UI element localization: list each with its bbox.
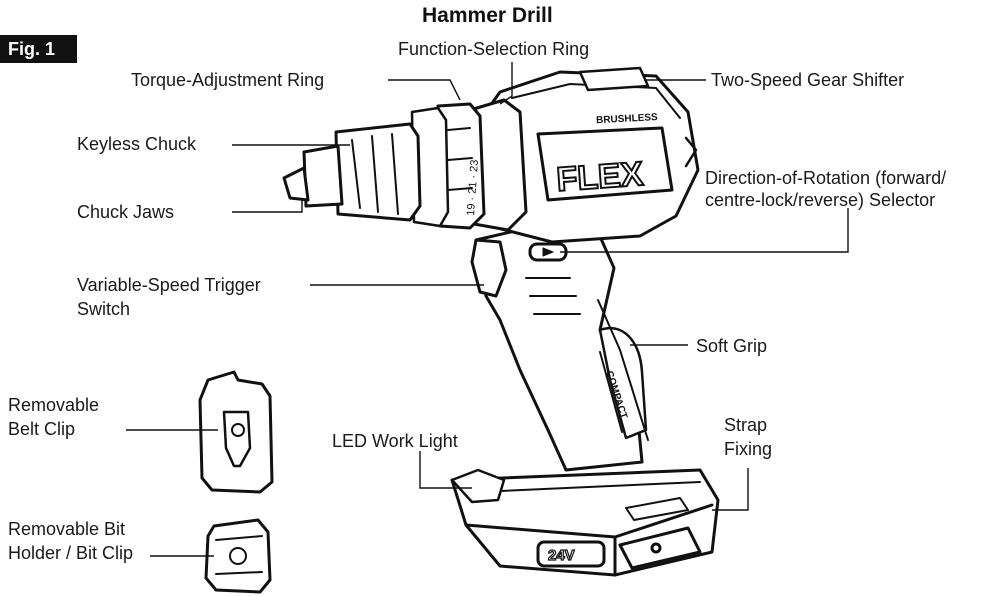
label-torque-adjustment-ring: Torque-Adjustment Ring — [131, 70, 325, 90]
trigger-switch — [470, 238, 508, 298]
belt-clip — [198, 370, 274, 494]
label-direction-selector-1: Direction-of-Rotation (forward/ — [705, 168, 947, 188]
led-work-light — [450, 468, 506, 504]
leader-led-light — [419, 451, 472, 489]
brushless-text: BRUSHLESS — [596, 112, 658, 126]
label-bit-holder-2: Holder / Bit Clip — [8, 543, 134, 563]
label-keyless-chuck: Keyless Chuck — [77, 134, 197, 154]
label-soft-grip: Soft Grip — [696, 336, 768, 356]
chuck-jaws — [282, 144, 344, 208]
label-trigger-1: Variable-Speed Trigger — [77, 275, 261, 295]
label-strap-fixing-2: Fixing — [724, 439, 773, 459]
label-function-selection-ring: Function-Selection Ring — [398, 39, 590, 59]
label-led-work-light: LED Work Light — [332, 431, 458, 451]
gear-shifter — [578, 66, 650, 92]
label-two-speed-gear-shifter: Two-Speed Gear Shifter — [711, 70, 905, 90]
battery-voltage-text: 24V — [548, 547, 575, 564]
leader-strap-fixing — [712, 468, 749, 511]
label-direction-selector-2: centre-lock/reverse) Selector — [705, 190, 936, 210]
motor-housing — [478, 70, 700, 244]
label-strap-fixing-1: Strap — [724, 415, 768, 435]
leader-direction-selector — [560, 208, 849, 253]
battery-pack — [450, 468, 720, 577]
label-chuck-jaws: Chuck Jaws — [77, 202, 175, 222]
bit-holder — [204, 518, 272, 594]
figure-label: Fig. 1 — [0, 35, 77, 63]
leader-lines — [126, 62, 849, 557]
leader-chuck-jaws — [232, 200, 303, 213]
leader-torque-ring — [388, 79, 461, 101]
selection-rings — [410, 98, 528, 232]
drill-handle — [474, 226, 649, 472]
keyless-chuck — [334, 122, 422, 222]
leader-function-ring — [499, 62, 513, 105]
brand-text: FLEX — [555, 155, 645, 199]
diagram-title: Hammer Drill — [422, 4, 553, 27]
label-bit-holder-1: Removable Bit — [8, 519, 126, 539]
torque-scale-text: 19 · 21 · 23 — [465, 159, 481, 216]
label-trigger-2: Switch — [77, 299, 131, 319]
label-belt-clip-1: Removable — [8, 395, 100, 415]
label-belt-clip-2: Belt Clip — [8, 419, 76, 439]
